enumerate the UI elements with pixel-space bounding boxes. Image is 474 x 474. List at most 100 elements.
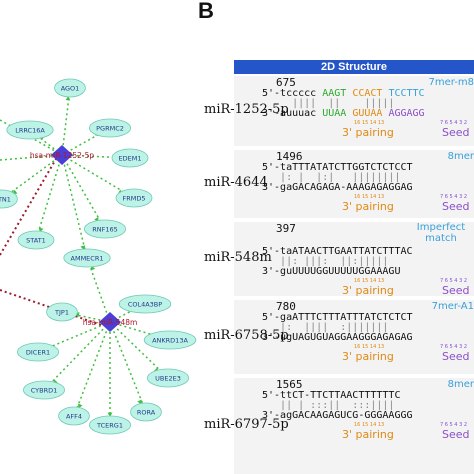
target-sequence: 5'-taATAACTTGAATTATCTTTAC <box>262 246 413 257</box>
target-position: 1565 <box>276 378 303 391</box>
gene-node[interactable]: FRMD5 <box>115 188 153 208</box>
gene-label: EDEM1 <box>119 155 142 163</box>
pairing-marks: |||| || ||||| <box>262 98 395 109</box>
edge-arrow <box>65 95 71 101</box>
target-position: 675 <box>276 76 296 89</box>
gene-label: NTN1 <box>0 196 11 204</box>
seed-ticks: 7 6 5 4 3 2 <box>440 344 468 350</box>
site-type-label: 8mer <box>447 379 474 390</box>
gene-label: AFF4 <box>66 413 82 421</box>
pairing-marks: || | :::|| :::|||| <box>262 400 395 411</box>
hub-label: hsa-miR-548m <box>83 318 138 327</box>
site-type-label: 7mer-m8 <box>428 77 474 88</box>
mirna-sequence: 3'-guUUUUGGUUUUUGGAAAGU <box>262 266 401 277</box>
pairing-label: 3' pairing <box>342 428 394 441</box>
gene-label: FRMD5 <box>122 195 145 203</box>
gene-label: RNF165 <box>92 226 118 234</box>
mirna-sequence: 3'-ugUAGUGUAGGAAGGGAGAGAG <box>262 332 413 343</box>
gene-node[interactable]: AFF4 <box>58 406 90 426</box>
mirna-name: miR-6758-5p <box>204 328 289 343</box>
seed-ticks: 7 6 5 4 3 2 <box>440 422 468 428</box>
gene-label: DICER1 <box>26 349 50 357</box>
mirna-name: miR-4644 <box>204 175 268 190</box>
gene-node[interactable]: CYBRD1 <box>22 380 66 400</box>
position-ticks: 16 15 14 13 <box>354 278 385 284</box>
gene-label: AGO1 <box>61 85 80 93</box>
network-edge <box>109 321 169 379</box>
structure-block: 1496 8mer 5'-taTTTATATCTTGGTCTCTCCT |: | |… <box>234 150 474 218</box>
gene-label: UBE2E3 <box>155 375 181 383</box>
mirna-hub[interactable]: hsa-miR-1252-5p <box>30 145 95 165</box>
mirna-name: miR-1252-5p <box>204 102 289 117</box>
network-edge <box>61 154 88 259</box>
gene-node[interactable]: EDEM1 <box>111 148 149 168</box>
mirna-name: miR-6797-5p <box>204 417 289 432</box>
pairing-marks: ||: |||: ||:||||| <box>262 256 389 267</box>
seed-ticks: 7 6 5 4 3 2 <box>440 278 468 284</box>
site-type-label: 8mer <box>447 151 474 162</box>
seed-label: Seed <box>442 428 470 441</box>
site-type-label: Imperfect match <box>416 222 466 244</box>
target-sequence: 5'-taTTTATATCTTGGTCTCTCCT <box>262 162 413 173</box>
gene-label: PGRMC2 <box>96 125 124 133</box>
seed-ticks: 7 6 5 4 3 2 <box>440 194 468 200</box>
gene-label: LRRC16A <box>15 127 45 135</box>
gene-node[interactable]: UBE2E3 <box>146 368 189 388</box>
gene-label: ANKRD13A <box>152 337 188 345</box>
gene-node[interactable]: PGRMC2 <box>89 118 132 138</box>
seed-label: Seed <box>442 284 470 296</box>
gene-node[interactable]: ANKRD13A <box>143 330 197 350</box>
gene-node[interactable]: AMMECR1 <box>63 248 111 268</box>
incoming-edge <box>0 158 57 256</box>
gene-label: CYBRD1 <box>31 387 58 395</box>
position-ticks: 16 15 14 13 <box>354 194 385 200</box>
network-edge <box>109 321 171 341</box>
target-sequence: 5'-tccccc AAGT CCACT TCCTTC <box>262 88 425 99</box>
network-edge <box>109 321 147 413</box>
target-sequence: 5'-ttCT-TTCTTAACTTTTTTC <box>262 390 401 401</box>
pairing-marks: |: | |:| |||||||| <box>262 172 401 183</box>
network-edge <box>43 321 111 391</box>
gene-label: TCERG1 <box>96 422 123 430</box>
gene-node[interactable]: STAT1 <box>17 230 55 250</box>
gene-label: RORA <box>137 409 156 417</box>
seed-label: Seed <box>442 350 470 363</box>
panel-letter: B <box>198 0 214 23</box>
pairing-label: 3' pairing <box>342 284 394 296</box>
network-edge <box>61 154 106 230</box>
gene-node[interactable]: AGO1 <box>54 78 86 98</box>
position-ticks: 16 15 14 13 <box>354 422 385 428</box>
gene-node[interactable]: LRRC16A <box>6 120 54 140</box>
pairing-marks: |: |||| :||||||| <box>262 322 389 333</box>
site-type-label: 7mer-A1 <box>431 301 474 312</box>
gene-label: STAT1 <box>26 237 46 245</box>
mirna-hub[interactable]: hsa-miR-548m <box>83 312 138 332</box>
target-position: 397 <box>276 222 296 235</box>
gene-node[interactable]: RNF165 <box>84 219 127 239</box>
edge-arrow <box>107 412 113 417</box>
gene-node[interactable]: RORA <box>130 402 162 422</box>
network-edge <box>61 154 135 199</box>
seed-label: Seed <box>442 200 470 213</box>
hub-label: hsa-miR-1252-5p <box>30 151 95 160</box>
gene-label: TJP1 <box>54 309 69 317</box>
pairing-label: 3' pairing <box>342 350 394 363</box>
network-edge <box>0 154 63 161</box>
gene-node[interactable]: COL4A3BP <box>118 294 172 314</box>
mirna-name: miR-548m <box>204 250 272 265</box>
mirna-sequence: 3'-agGACAAGAGUCG-GGGAAGGG <box>262 410 413 421</box>
target-position: 1496 <box>276 150 303 163</box>
network-edge <box>73 321 111 417</box>
position-ticks: 16 15 14 13 <box>354 344 385 350</box>
structure-header: 2D Structure <box>234 60 474 74</box>
gene-node[interactable]: NTN1 <box>0 189 18 209</box>
gene-node[interactable]: TCERG1 <box>89 415 132 435</box>
gene-node[interactable]: TJP1 <box>46 302 78 322</box>
seed-label: Seed <box>442 126 470 139</box>
gene-node[interactable]: DICER1 <box>16 342 60 362</box>
